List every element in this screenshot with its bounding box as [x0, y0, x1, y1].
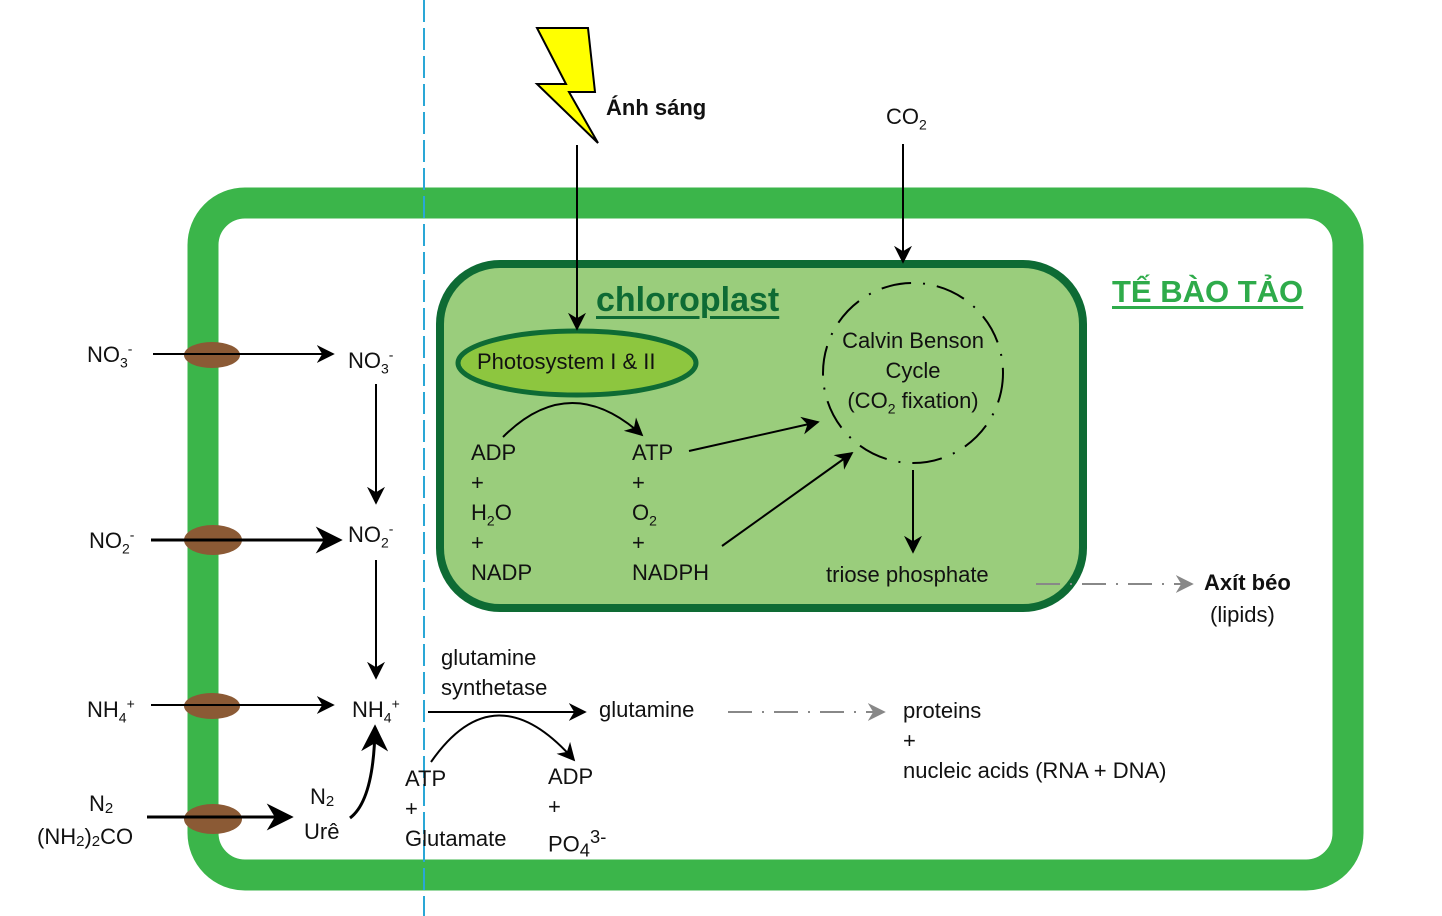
gs-input-glutamate: Glutamate: [405, 826, 507, 851]
internal-nh4: NH4+: [352, 695, 400, 726]
external-no2: NO2-: [89, 526, 135, 557]
external-nh4: NH4+: [87, 695, 135, 726]
gs-output-adp: ADP: [548, 764, 594, 789]
co2-sub: 2: [919, 116, 927, 133]
light-reaction-outputs: ATP + O2 + NADPH: [632, 438, 709, 588]
calvin-cycle-circle: [822, 282, 1004, 464]
product-proteins: proteins: [903, 698, 982, 723]
internal-urea: Urê: [304, 819, 340, 844]
calvin-line3: (CO2 fixation): [823, 388, 1003, 416]
product-nucleic-acids: nucleic acids (RNA + DNA): [903, 758, 1167, 783]
output-plus-2: +: [632, 530, 645, 555]
output-o2: O2: [632, 500, 657, 529]
gs-input-atp: ATP: [405, 766, 447, 791]
triose-phosphate-label: triose phosphate: [826, 562, 989, 587]
urea-nh4-arrow: [349, 724, 389, 820]
lipids-label-line2: (lipids): [1210, 602, 1275, 627]
gs-inputs: ATP + Glutamate: [405, 764, 507, 854]
calvin-co2: (CO: [847, 388, 888, 413]
calvin-line1: Calvin Benson: [842, 328, 984, 353]
atp-adp-arrow: [430, 714, 576, 763]
gs-input-plus: +: [405, 796, 418, 821]
input-h2o: H2O: [471, 500, 512, 529]
internal-n2: N2: [310, 784, 335, 810]
transporter-n2: [184, 804, 242, 834]
enzyme-line2: synthetase: [441, 675, 548, 700]
gs-outputs: ADP + PO43-: [548, 762, 607, 861]
input-plus-1: +: [471, 470, 484, 495]
nadph-calvin-arrow: [721, 451, 854, 547]
internal-no3: NO3-: [348, 346, 394, 377]
photosystem-ellipse: [455, 328, 699, 398]
internal-no2: NO2-: [348, 520, 394, 551]
enzyme-line1: glutamine: [441, 645, 537, 670]
calvin-fixation: fixation): [895, 388, 979, 413]
chloroplast-title: chloroplast: [596, 281, 780, 319]
calvin-co2-sub: 2: [887, 400, 896, 417]
external-no3: NO3-: [87, 340, 133, 371]
calvin-line2: Cycle: [885, 358, 941, 383]
external-urea: (NH2)2CO: [37, 824, 134, 850]
output-atp: ATP: [632, 440, 674, 465]
adp-atp-arrow: [502, 402, 644, 438]
light-reaction-inputs: ADP + H2O + NADP: [471, 438, 532, 588]
atp-calvin-arrow: [688, 416, 820, 452]
input-adp: ADP: [471, 440, 517, 465]
gs-output-po4: PO43-: [548, 826, 607, 861]
light-label: Ánh sáng: [606, 95, 707, 120]
gs-output-plus: +: [548, 794, 561, 819]
output-nadph: NADPH: [632, 560, 710, 585]
input-nadp: NADP: [471, 560, 533, 585]
external-n2: N2: [89, 791, 114, 817]
co2-base: CO: [886, 104, 919, 129]
cell-title: TẾ BÀO TẢO: [1112, 274, 1304, 309]
lipids-label-line1: Axít béo: [1204, 570, 1291, 595]
output-plus-1: +: [632, 470, 645, 495]
lightning-bolt-icon: [534, 27, 599, 144]
products: proteins + nucleic acids (RNA + DNA): [903, 696, 1166, 786]
glutamine-label: glutamine: [599, 697, 695, 722]
product-plus: +: [903, 728, 916, 753]
co2-label: CO2: [886, 104, 927, 132]
input-plus-2: +: [471, 530, 484, 555]
photosystem-label: Photosystem I & II: [477, 349, 656, 374]
